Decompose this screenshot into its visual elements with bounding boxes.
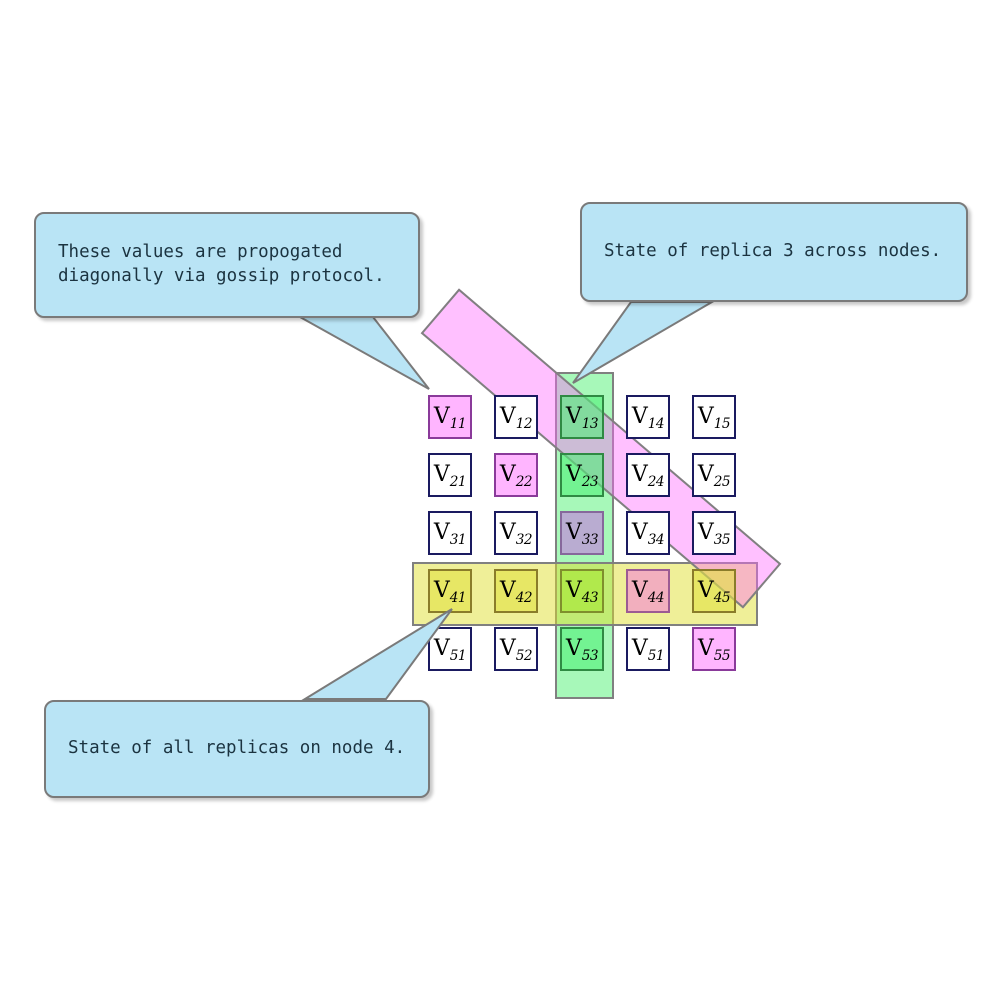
cell-label-v45: V45 xyxy=(697,578,731,606)
grid-cell-v12[interactable]: V12 xyxy=(494,395,538,439)
cell-label-v15: V15 xyxy=(697,404,731,432)
callout-replica3: State of replica 3 across nodes. xyxy=(580,202,968,302)
callout-gossip-text: These values are propogated diagonally v… xyxy=(58,242,385,286)
cell-label-v52: V52 xyxy=(499,636,533,664)
cell-label-v33: V33 xyxy=(565,520,599,548)
grid-cell-v24[interactable]: V24 xyxy=(626,453,670,497)
grid-cell-v15[interactable]: V15 xyxy=(692,395,736,439)
cell-label-v14: V14 xyxy=(631,404,665,432)
callout-gossip: These values are propogated diagonally v… xyxy=(34,212,420,318)
grid-cell-v52[interactable]: V52 xyxy=(494,627,538,671)
cell-label-v11: V11 xyxy=(433,404,467,432)
grid-cell-v23[interactable]: V23 xyxy=(560,453,604,497)
cell-label-v35: V35 xyxy=(697,520,731,548)
cell-label-v13: V13 xyxy=(565,404,599,432)
grid-cell-v42[interactable]: V42 xyxy=(494,569,538,613)
grid-cell-v34[interactable]: V34 xyxy=(626,511,670,555)
grid-cell-v13[interactable]: V13 xyxy=(560,395,604,439)
cell-label-v44: V44 xyxy=(631,578,665,606)
callout-replica3-text: State of replica 3 across nodes. xyxy=(604,241,942,262)
callout-node4: State of all replicas on node 4. xyxy=(44,700,430,798)
cell-label-v32: V32 xyxy=(499,520,533,548)
grid-cell-v45[interactable]: V45 xyxy=(692,569,736,613)
cell-label-v31: V31 xyxy=(433,520,467,548)
cell-label-v12: V12 xyxy=(499,404,533,432)
cell-label-v34: V34 xyxy=(631,520,665,548)
cell-label-v23: V23 xyxy=(565,462,599,490)
grid-cell-v31[interactable]: V31 xyxy=(428,511,472,555)
callout-tail-gossip xyxy=(296,316,430,390)
value-grid: V11 V12 V13 V14 V15 V21 V22 V23 V24 V25 xyxy=(428,395,736,671)
grid-cell-v25[interactable]: V25 xyxy=(692,453,736,497)
cell-label-v41: V41 xyxy=(433,578,467,606)
cell-label-v54: V51 xyxy=(631,636,665,664)
cell-label-v22: V22 xyxy=(499,462,533,490)
cell-label-v53: V53 xyxy=(565,636,599,664)
grid-cell-v41[interactable]: V41 xyxy=(428,569,472,613)
grid-cell-v33[interactable]: V33 xyxy=(560,511,604,555)
grid-cell-v14[interactable]: V14 xyxy=(626,395,670,439)
cell-label-v43: V43 xyxy=(565,578,599,606)
cell-label-v42: V42 xyxy=(499,578,533,606)
cell-label-v24: V24 xyxy=(631,462,665,490)
cell-label-v55: V55 xyxy=(697,636,731,664)
grid-cell-v32[interactable]: V32 xyxy=(494,511,538,555)
cell-label-v21: V21 xyxy=(433,462,467,490)
grid-cell-v54[interactable]: V51 xyxy=(626,627,670,671)
grid-cell-v35[interactable]: V35 xyxy=(692,511,736,555)
grid-cell-v43[interactable]: V43 xyxy=(560,569,604,613)
cell-label-v25: V25 xyxy=(697,462,731,490)
grid-cell-v22[interactable]: V22 xyxy=(494,453,538,497)
cell-label-v51: V51 xyxy=(433,636,467,664)
grid-cell-v51[interactable]: V51 xyxy=(428,627,472,671)
grid-cell-v44[interactable]: V44 xyxy=(626,569,670,613)
callout-tail-replica3 xyxy=(572,301,716,384)
grid-cell-v11[interactable]: V11 xyxy=(428,395,472,439)
grid-cell-v21[interactable]: V21 xyxy=(428,453,472,497)
callout-node4-text: State of all replicas on node 4. xyxy=(68,738,406,759)
grid-cell-v53[interactable]: V53 xyxy=(560,627,604,671)
grid-cell-v55[interactable]: V55 xyxy=(692,627,736,671)
